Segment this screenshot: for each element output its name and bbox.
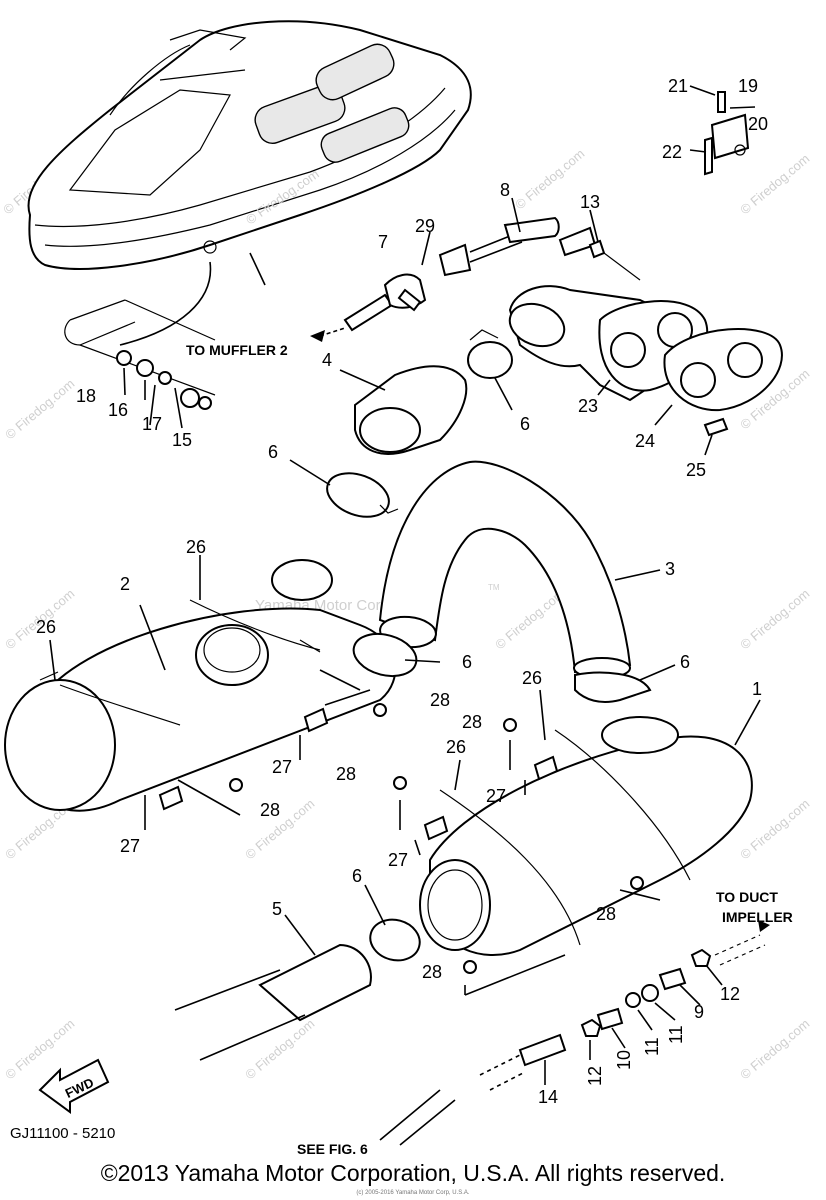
brackets-bolts bbox=[158, 703, 644, 974]
hose-assembly bbox=[343, 216, 641, 332]
exhaust-elbow-group bbox=[508, 285, 783, 437]
callouts: 1 2 3 4 5 6 6 6 6 6 7 8 9 10 11 11 12 12… bbox=[36, 76, 768, 1107]
callout-26: 26 bbox=[186, 537, 206, 557]
callout-5: 5 bbox=[272, 899, 282, 919]
callout-11: 11 bbox=[642, 1037, 662, 1056]
see-fig-label: SEE FIG. 6 bbox=[297, 1141, 368, 1157]
drain-hose-group bbox=[64, 299, 216, 410]
leader-line bbox=[119, 261, 212, 346]
callout-22: 22 bbox=[662, 142, 682, 162]
copyright-notice: ©2013 Yamaha Motor Corporation, U.S.A. A… bbox=[100, 1160, 726, 1186]
callout-27: 27 bbox=[272, 757, 292, 777]
watermark: © Firedog.com bbox=[512, 146, 587, 212]
callout-28: 28 bbox=[422, 962, 442, 982]
watermark: © Firedog.com bbox=[492, 586, 567, 652]
callout-8: 8 bbox=[500, 180, 510, 200]
fwd-arrow-icon: FWD bbox=[38, 1058, 110, 1114]
callout-18: 18 bbox=[76, 386, 96, 406]
callout-23: 23 bbox=[578, 396, 598, 416]
fine-print: (c) 2005-2016 Yamaha Motor Corp, U.S.A. bbox=[356, 1190, 470, 1196]
callout-25: 25 bbox=[686, 460, 706, 480]
callout-12: 12 bbox=[585, 1066, 605, 1086]
callout-7: 7 bbox=[378, 232, 388, 252]
callout-26: 26 bbox=[522, 668, 542, 688]
watermark: © Firedog.com bbox=[737, 1016, 812, 1082]
callout-27: 27 bbox=[388, 850, 408, 870]
hose-and-clamps-top bbox=[326, 329, 513, 518]
callout-4: 4 bbox=[322, 350, 332, 370]
callout-3: 3 bbox=[665, 559, 675, 579]
muffler-left bbox=[4, 559, 418, 812]
callout-26: 26 bbox=[36, 617, 56, 637]
callout-11: 11 bbox=[666, 1025, 686, 1044]
callout-29: 29 bbox=[415, 216, 435, 236]
vent-fitting bbox=[704, 91, 750, 176]
callout-1: 1 bbox=[752, 679, 762, 699]
callout-17: 17 bbox=[142, 414, 162, 434]
callout-6: 6 bbox=[352, 866, 362, 886]
callout-15: 15 bbox=[172, 430, 192, 450]
to-muffler-2-label: TO MUFFLER 2 bbox=[186, 342, 288, 358]
watermark: © Firedog.com bbox=[2, 1016, 77, 1082]
callout-26: 26 bbox=[446, 737, 466, 757]
callout-2: 2 bbox=[120, 574, 130, 594]
drain-fitting-group bbox=[379, 934, 766, 1146]
diagram-code: GJ11100 - 5210 bbox=[10, 1125, 115, 1142]
callout-9: 9 bbox=[694, 1002, 704, 1022]
watermark: © Firedog.com bbox=[737, 586, 812, 652]
to-duct-label: TO DUCT bbox=[716, 889, 778, 905]
callout-28: 28 bbox=[336, 764, 356, 784]
callout-24: 24 bbox=[635, 431, 655, 451]
watercraft-illustration: © Firedog.com bbox=[27, 20, 472, 346]
callout-28: 28 bbox=[430, 690, 450, 710]
callout-28: 28 bbox=[260, 800, 280, 820]
trademark: TM bbox=[488, 583, 500, 592]
callout-21: 21 bbox=[668, 76, 688, 96]
callout-6: 6 bbox=[520, 414, 530, 434]
annotations: TO MUFFLER 2 TO DUCT IMPELLER SEE FIG. 6… bbox=[10, 327, 793, 1157]
watermark: © Firedog.com bbox=[737, 151, 812, 217]
leader-lines bbox=[49, 85, 761, 1085]
callout-28: 28 bbox=[596, 904, 616, 924]
callout-16: 16 bbox=[108, 400, 128, 420]
callout-13: 13 bbox=[580, 192, 600, 212]
impeller-label: IMPELLER bbox=[722, 909, 793, 925]
callout-27: 27 bbox=[486, 786, 506, 806]
callout-20: 20 bbox=[748, 114, 768, 134]
callout-6: 6 bbox=[462, 652, 472, 672]
callout-12: 12 bbox=[720, 984, 740, 1004]
callout-28: 28 bbox=[462, 712, 482, 732]
callout-27: 27 bbox=[120, 836, 140, 856]
callout-6: 6 bbox=[680, 652, 690, 672]
callout-10: 10 bbox=[614, 1050, 634, 1070]
tailpipe-group bbox=[174, 918, 421, 1061]
muffler-right bbox=[419, 671, 753, 956]
callout-14: 14 bbox=[538, 1087, 558, 1107]
callout-6: 6 bbox=[268, 442, 278, 462]
callout-19: 19 bbox=[738, 76, 758, 96]
watermark: © Firedog.com bbox=[2, 376, 77, 442]
